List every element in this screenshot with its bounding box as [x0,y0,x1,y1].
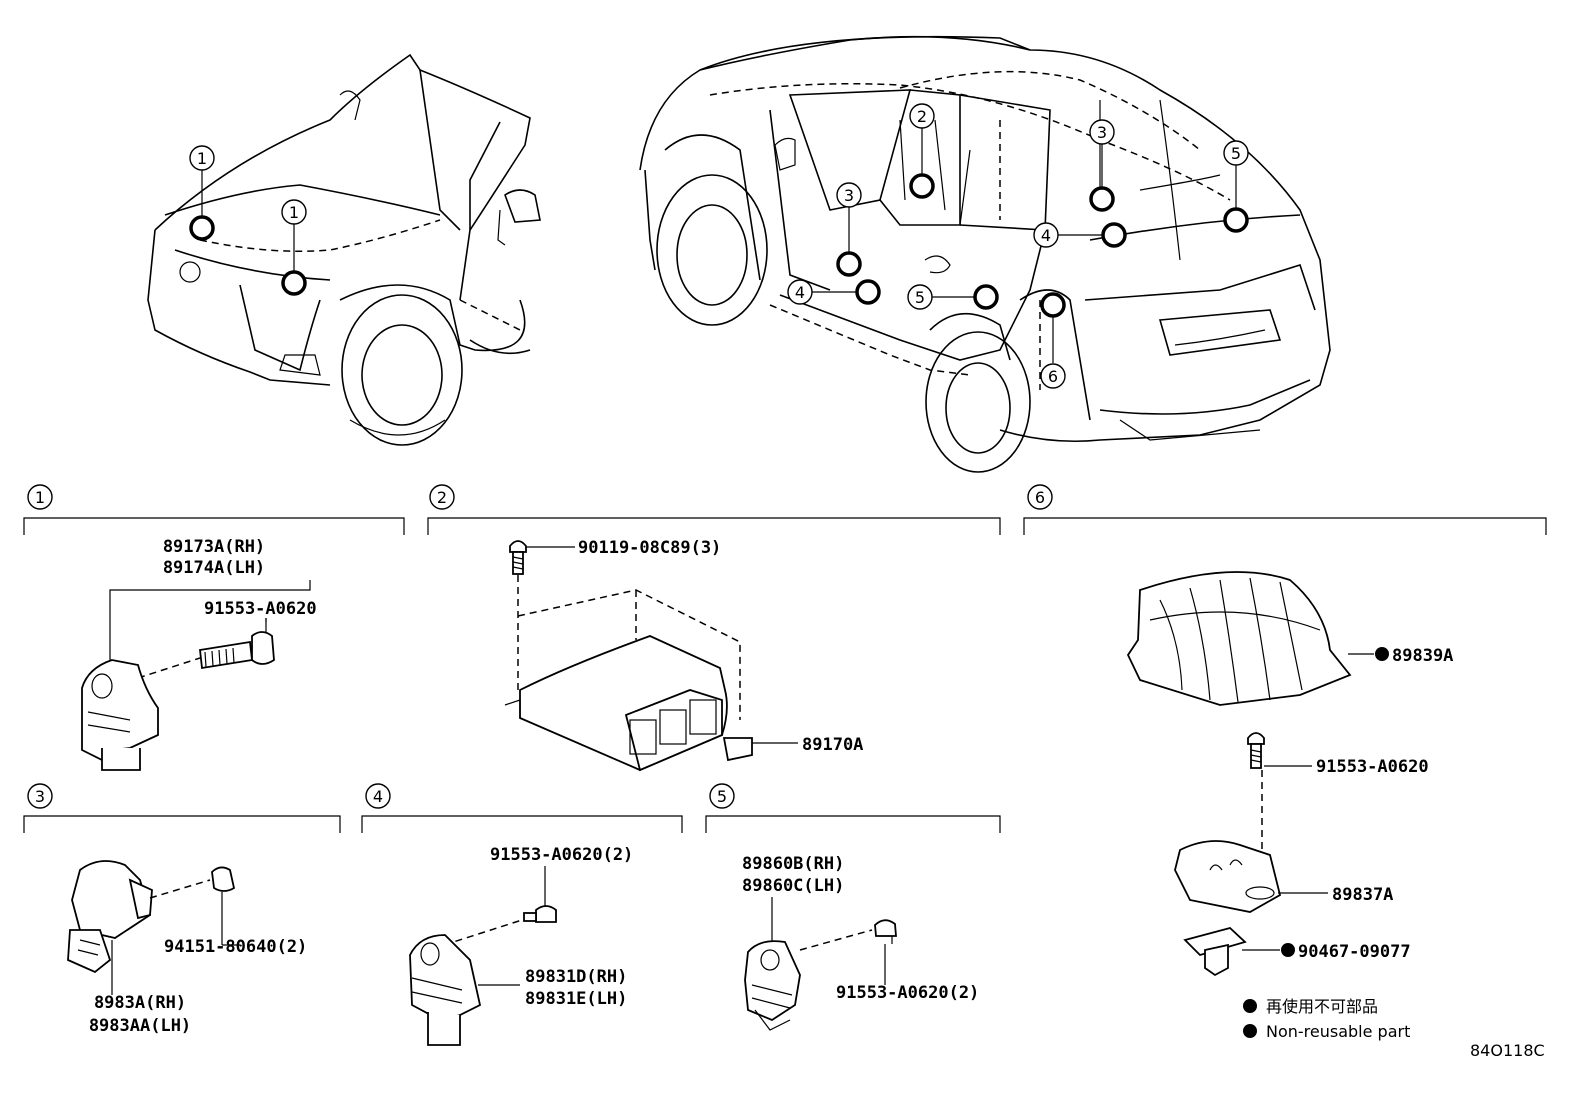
callout-2-vehicle: 2 [917,107,927,126]
label-89860C: 89860C(LH) [742,876,844,896]
location-markers [189,128,1249,363]
callout-1-a: 1 [197,149,207,168]
label-91553-A0620-d: 91553-A0620(2) [836,983,979,1003]
front-vehicle-illustration [147,53,541,446]
non-reusable-bullet-icon [1243,999,1257,1013]
section-4-side-sensor: 91553-A0620(2) 89831D(RH) 89831E(LH) [409,845,633,1046]
callout-4-b: 4 [1041,226,1051,245]
section-3-number: 3 [35,787,45,806]
section-1-number: 1 [35,488,45,507]
section-3-side-sensor: 94151-80640(2) 8983A(RH) 8983AA(LH) [67,860,307,1036]
label-89837A: 89837A [1332,885,1393,905]
label-89839A: 89839A [1392,646,1453,666]
section-6-number: 6 [1035,488,1045,507]
legend: 再使用不可部品 Non-reusable part 84O118C [1243,997,1545,1060]
section-4-number: 4 [373,787,383,806]
label-89173A: 89173A(RH) [163,537,265,557]
section-1-front-sensor: 89173A(RH) 89174A(LH) 91553-A0620 [81,537,317,771]
callout-4-a: 4 [795,283,805,302]
label-90467-09077: 90467-09077 [1298,942,1411,962]
callout-1-b: 1 [289,203,299,222]
section-headers: 1 2 6 3 4 5 [23,484,1547,833]
label-8983AA: 8983AA(LH) [89,1016,191,1036]
legend-japanese: 再使用不可部品 [1266,997,1378,1016]
label-89831E: 89831E(LH) [525,989,627,1009]
label-90119-08C89: 90119-08C89(3) [578,538,721,558]
callout-3-a: 3 [844,186,854,205]
label-89831D: 89831D(RH) [525,967,627,987]
figure-code: 84O118C [1470,1041,1545,1060]
callout-5-a: 5 [915,288,925,307]
section-5-side-sensor: 89860B(RH) 89860C(LH) 91553-A0620(2) [742,854,979,1031]
non-reusable-bullet-icon [1243,1024,1257,1038]
vehicle-callouts: 1 1 2 3 3 4 4 5 5 6 [189,103,1249,389]
label-89174A: 89174A(LH) [163,558,265,578]
label-94151-80640: 94151-80640(2) [164,937,307,957]
label-91553-A0620-a: 91553-A0620 [204,599,317,619]
section-5-number: 5 [717,787,727,806]
section-2-airbag-ecu: 90119-08C89(3) 89170A [504,538,863,772]
label-91553-A0620-c: 91553-A0620(2) [490,845,633,865]
label-89170A: 89170A [802,735,863,755]
label-89860B: 89860B(RH) [742,854,844,874]
rear-vehicle-illustration [639,35,1331,473]
legend-english: Non-reusable part [1266,1022,1410,1041]
section-6-sensor-and-cover: 89839A 91553-A0620 89837A 90467-09077 [1126,571,1453,977]
callout-5-b: 5 [1231,144,1241,163]
callout-3-b: 3 [1097,123,1107,142]
label-8983A: 8983A(RH) [94,993,186,1013]
label-91553-A0620-b: 91553-A0620 [1316,757,1429,777]
section-2-number: 2 [437,488,447,507]
callout-6-vehicle: 6 [1048,367,1058,386]
